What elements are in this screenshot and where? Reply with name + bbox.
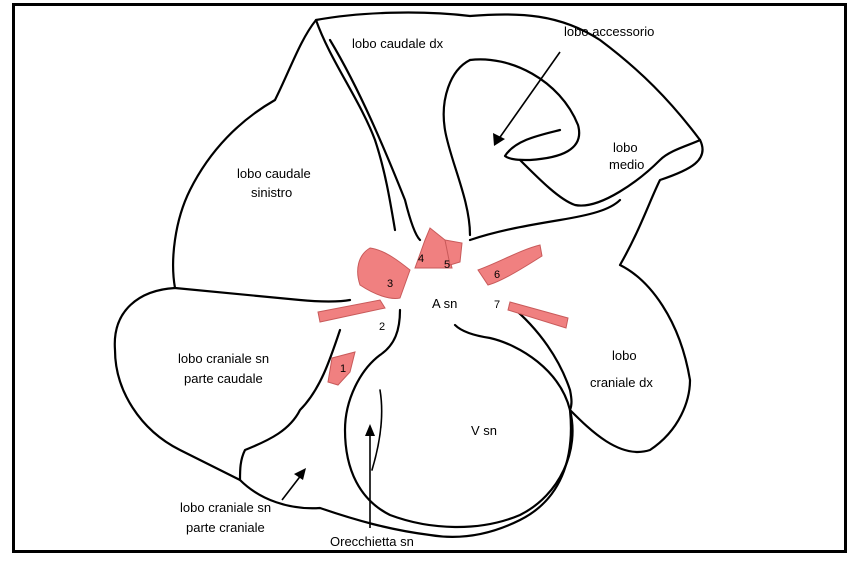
label-lobo-craniale-sn-craniale-2: parte craniale: [186, 520, 265, 535]
number-3: 3: [387, 278, 393, 290]
label-lobo-caudale-dx: lobo caudale dx: [352, 36, 444, 51]
arrow-accessorio: [498, 52, 560, 140]
number-5: 5: [444, 259, 450, 271]
vessel-2: [318, 300, 385, 322]
vessel-3: [358, 248, 410, 298]
label-lobo-caudale-sinistro-2: sinistro: [251, 185, 292, 200]
number-4: 4: [418, 253, 424, 265]
heart-outline: [345, 310, 573, 527]
label-lobo-craniale-dx-1: lobo: [612, 348, 637, 363]
label-lobo-craniale-sn-caudale-1: lobo craniale sn: [178, 351, 269, 366]
label-v-sn: V sn: [471, 423, 497, 438]
arrowhead-orecchietta: [365, 424, 375, 436]
accessorio-fold: [444, 60, 470, 235]
arrow-craniale-sn: [282, 474, 302, 500]
medio-lower: [470, 200, 620, 240]
accessorio-curl: [470, 59, 579, 160]
vessel-7: [508, 302, 568, 328]
number-2: 2: [379, 321, 385, 333]
medio-boundary: [520, 140, 700, 206]
number-1: 1: [340, 363, 346, 375]
caudale-dx-boundary: [316, 20, 395, 230]
label-a-sn: A sn: [432, 296, 457, 311]
number-7: 7: [494, 299, 500, 311]
vessel-6: [478, 245, 542, 285]
label-lobo-medio-2: medio: [609, 157, 644, 172]
caudale-sn-boundary: [175, 288, 350, 302]
label-lobo-medio-1: lobo: [613, 140, 638, 155]
label-lobo-craniale-sn-craniale-1: lobo craniale sn: [180, 500, 271, 515]
label-lobo-caudale-sinistro-1: lobo caudale: [237, 166, 311, 181]
label-lobo-accessorio: lobo accessorio: [564, 24, 654, 39]
label-lobo-craniale-dx-2: craniale dx: [590, 375, 653, 390]
orecchietta-curve: [372, 390, 382, 470]
label-orecchietta-sn: Orecchietta sn: [330, 534, 414, 549]
arrowhead-craniale-sn: [294, 468, 306, 480]
label-lobo-craniale-sn-caudale-2: parte caudale: [184, 371, 263, 386]
arrowhead-accessorio: [493, 133, 505, 146]
number-6: 6: [494, 269, 500, 281]
